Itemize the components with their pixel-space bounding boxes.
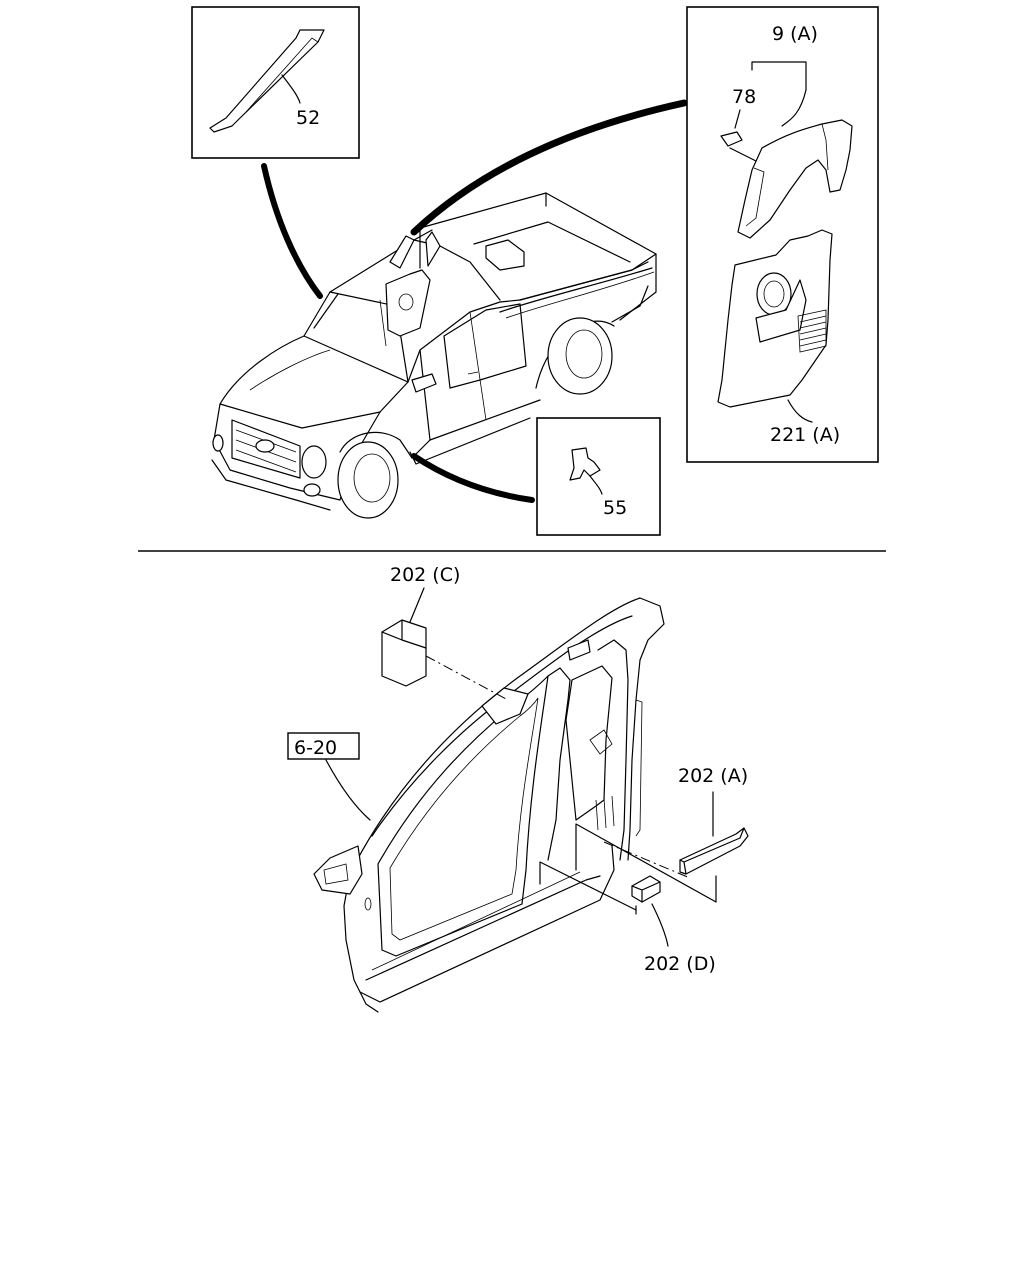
label-221a: 221 (A)	[770, 424, 840, 446]
label-202d: 202 (D)	[644, 953, 716, 975]
body-side-panel-illustration	[313, 597, 665, 1013]
insulator-202a: 202 (A)	[575, 765, 749, 903]
detail-box-52: 52	[191, 6, 360, 159]
insulator-202c: 202 (C)	[381, 564, 509, 701]
label-202a: 202 (A)	[678, 765, 748, 787]
detail-box-rear-trim: 9 (A) 78 221 (A)	[686, 6, 879, 463]
leader-arc-rear-trim	[410, 99, 688, 236]
leader-arc-55	[411, 453, 535, 503]
detail-box-55: 55	[536, 417, 661, 536]
reference-box-6-20[interactable]: 6-20	[287, 732, 371, 821]
leader-arc-52	[261, 163, 323, 299]
label-9a: 9 (A)	[772, 23, 818, 45]
label-55: 55	[603, 497, 627, 519]
label-202c: 202 (C)	[390, 564, 460, 586]
label-52: 52	[296, 107, 320, 129]
truck-illustration	[211, 192, 657, 519]
label-78: 78	[732, 86, 756, 108]
reference-label: 6-20	[294, 737, 337, 759]
insulator-202d: 202 (D)	[539, 861, 716, 975]
